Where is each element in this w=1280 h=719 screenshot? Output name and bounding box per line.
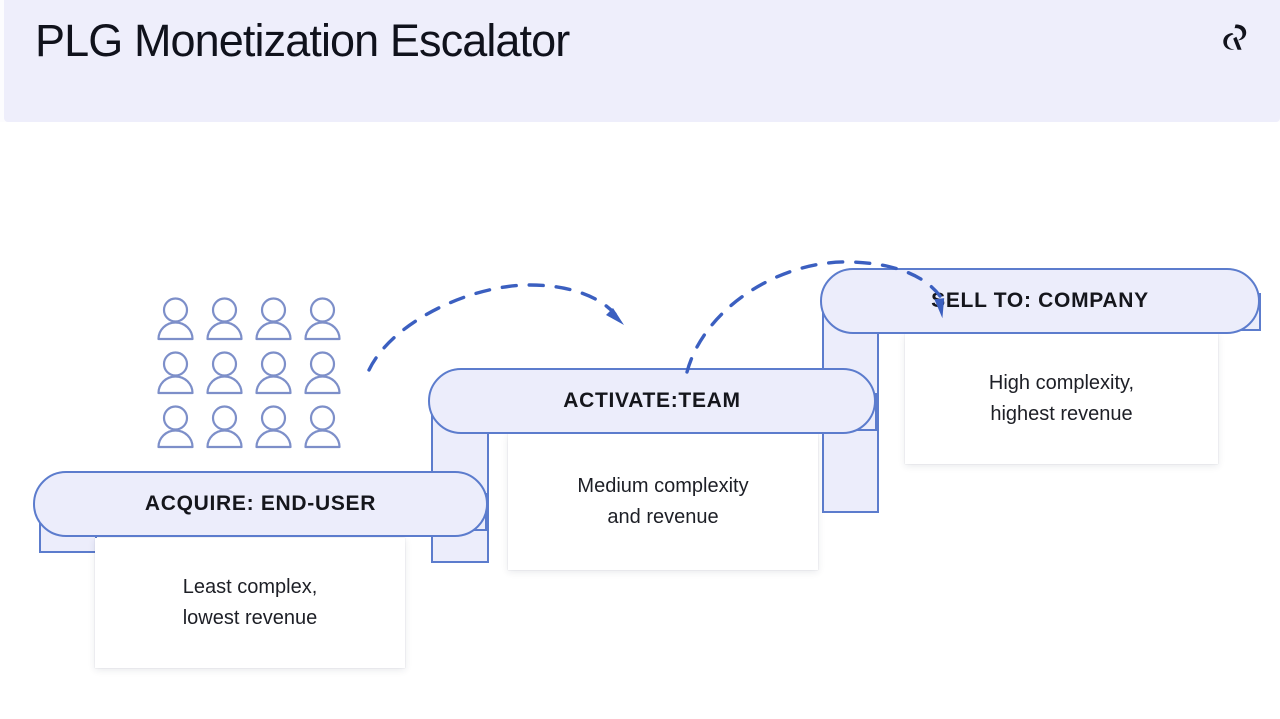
person-icon — [157, 351, 194, 395]
person-icon — [157, 405, 194, 449]
person-icon — [255, 297, 292, 341]
step-pill-sell-to-company[interactable]: SELL TO: COMPANY — [820, 268, 1260, 334]
header-band: PLG Monetization Escalator — [4, 0, 1280, 122]
step-description: Medium complexity and revenue — [577, 474, 749, 528]
arrow-1 — [367, 283, 624, 372]
step-description: Least complex, lowest revenue — [182, 575, 318, 629]
person-icon — [255, 351, 292, 395]
person-icon — [304, 351, 341, 395]
people-cluster — [151, 295, 347, 458]
person-icon — [304, 297, 341, 341]
person-icon — [206, 297, 243, 341]
step-card-acquire-end-user: Least complex, lowest revenue — [95, 538, 405, 668]
step-pill-acquire-end-user[interactable]: ACQUIRE: END-USER — [33, 471, 488, 537]
person-icon — [304, 405, 341, 449]
person-icon — [206, 351, 243, 395]
brand-logo-icon — [1214, 17, 1254, 57]
step-description: High complexity, highest revenue — [988, 371, 1135, 425]
step-pill-label: ACTIVATE:TEAM — [563, 389, 741, 412]
person-icon — [255, 405, 292, 449]
person-icon — [206, 405, 243, 449]
person-icon — [157, 297, 194, 341]
diagram-canvas: SELL TO: COMPANY High complexity, highes… — [0, 122, 1280, 719]
step-card-activate-team: Medium complexity and revenue — [508, 434, 818, 570]
step-pill-label: ACQUIRE: END-USER — [144, 492, 377, 515]
page-title: PLG Monetization Escalator — [35, 15, 570, 66]
step-pill-label: SELL TO: COMPANY — [931, 289, 1149, 312]
step-pill-activate-team[interactable]: ACTIVATE:TEAM — [428, 368, 876, 434]
step-card-sell-to-company: High complexity, highest revenue — [905, 334, 1218, 464]
